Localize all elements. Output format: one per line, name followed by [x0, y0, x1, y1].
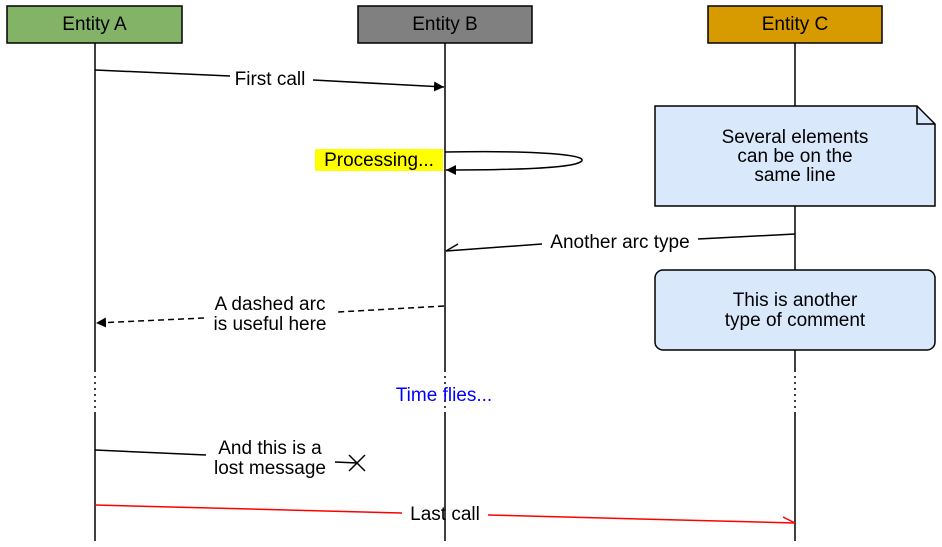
entity-b: Entity B [357, 5, 533, 44]
processing-label: Processing... [324, 150, 434, 171]
dashed-arc-line-2: is useful here [213, 314, 326, 335]
note-box: Several elements can be on the same line [654, 105, 936, 207]
note-line-2: can be on the [737, 146, 852, 167]
entity-a: Entity A [6, 5, 183, 44]
first-call-label: First call [235, 69, 306, 90]
message-first-call: First call [94, 69, 445, 92]
entity-a-box [6, 5, 183, 44]
lost-line-1: And this is a [218, 438, 322, 459]
message-lost: And this is a lost message [94, 438, 366, 479]
entity-c-label: Entity C [762, 14, 829, 35]
message-dashed-arc: A dashed arc is useful here [95, 294, 445, 335]
note-line-3: same line [754, 165, 835, 186]
note-line-1: Several elements [722, 127, 869, 148]
message-another-arc: Another arc type [445, 232, 796, 253]
last-call-label: Last call [410, 504, 480, 525]
lost-line-2: lost message [214, 458, 326, 479]
message-processing: Processing... [315, 149, 583, 175]
entity-a-label: Entity A [62, 14, 127, 35]
another-arc-label: Another arc type [550, 232, 689, 253]
time-flies-label: Time flies... [396, 385, 492, 406]
message-last-call: Last call [94, 504, 796, 525]
comment-line-2: type of comment [725, 310, 866, 331]
comment-line-1: This is another [733, 290, 858, 311]
lost-message-cross-icon [348, 454, 366, 472]
dashed-arc-line-1: A dashed arc [215, 294, 326, 315]
entity-b-box [357, 5, 533, 44]
entity-c: Entity C [707, 5, 883, 44]
entity-b-label: Entity B [412, 14, 477, 35]
entity-c-box [707, 5, 883, 44]
processing-highlight [315, 149, 443, 171]
comment-box: This is another type of comment [654, 269, 936, 351]
